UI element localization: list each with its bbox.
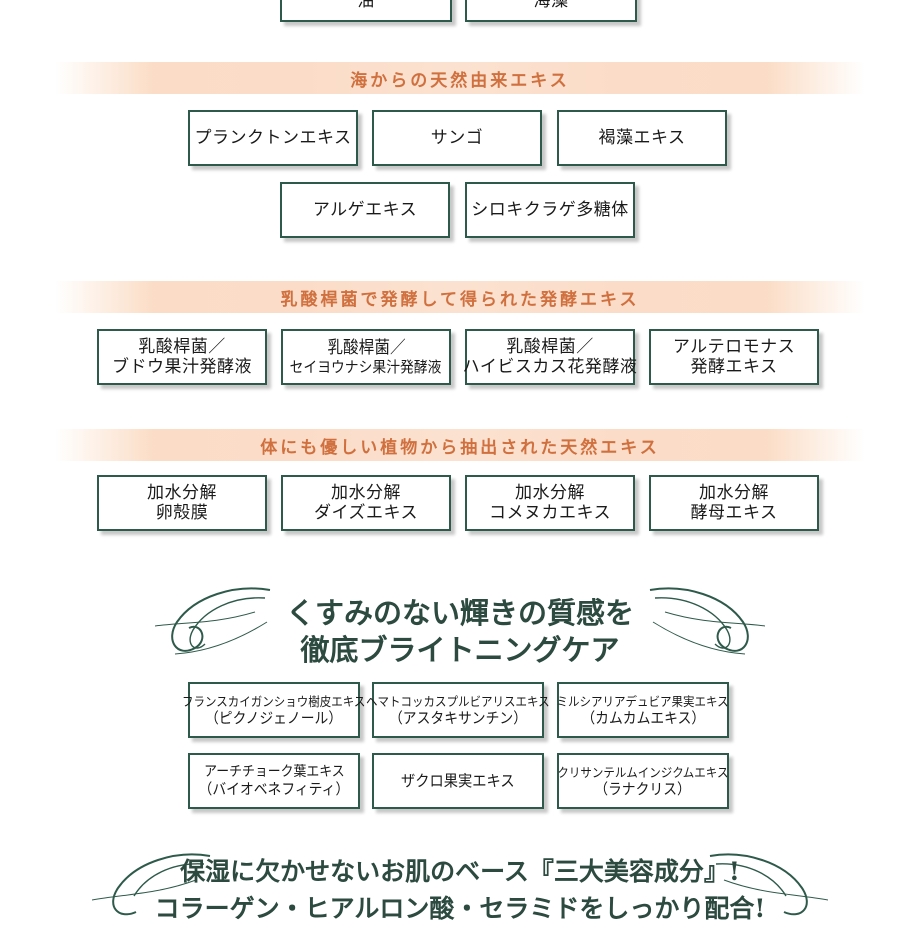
ingredient-line: 卵殻膜 xyxy=(155,503,209,523)
right-flourish-icon xyxy=(649,587,765,655)
ingredient-line: （ピクノジェノール） xyxy=(205,708,343,727)
ingredient-box: 加水分解 卵殻膜 xyxy=(97,475,267,531)
ingredient-line: プランクトンエキス xyxy=(194,127,352,148)
ingredient-line: ザクロ果実エキス xyxy=(401,771,515,790)
ingredient-line: 乳酸桿菌／ xyxy=(506,336,594,357)
section-title: 海からの天然由来エキス xyxy=(350,70,570,91)
ingredient-box: 乳酸桿菌／ セイヨウナシ果汁発酵液 xyxy=(281,329,451,385)
moisture-headline-line1: 保湿に欠かせないお肌のベース『三大美容成分』! xyxy=(180,857,740,886)
ingredient-box: 褐藻エキス xyxy=(557,110,727,166)
ingredient-line: ブドウ果汁発酵液 xyxy=(112,357,252,377)
ingredient-line: フランスカイガンショウ樹皮エキス xyxy=(182,693,366,709)
ingredient-line: 加水分解 xyxy=(331,482,401,503)
ingredient-box: 乳酸桿菌／ ハイビスカス花発酵液 xyxy=(462,329,638,385)
ingredient-box: 油 xyxy=(280,0,452,22)
ingredient-line: ダイズエキス xyxy=(314,503,418,523)
ingredient-line: シロキクラゲ多糖体 xyxy=(471,199,629,220)
left-flourish-icon xyxy=(155,587,271,655)
ingredient-line: 加水分解 xyxy=(515,482,585,503)
ingredient-line: 海藻 xyxy=(533,0,569,11)
ingredient-box: ミルシアリアデュビア果実エキス （カムカムエキス） xyxy=(557,682,729,738)
ingredient-line: 褐藻エキス xyxy=(598,127,686,148)
ingredient-box: 加水分解 コメヌカエキス xyxy=(465,475,635,531)
ingredient-box: フランスカイガンショウ樹皮エキス （ピクノジェノール） xyxy=(182,682,366,738)
right-flourish-icon xyxy=(709,853,828,916)
moisture-headline-line2: コラーゲン・ヒアルロン酸・セラミドをしっかり配合! xyxy=(154,894,766,923)
brightening-headline-line2: 徹底ブライトニングケア xyxy=(300,633,620,667)
section-title: 体にも優しい植物から抽出された天然エキス xyxy=(260,437,660,458)
ingredient-line: アルゲエキス xyxy=(312,199,418,220)
section-header-fermentation: 乳酸桿菌で発酵して得られた発酵エキス xyxy=(55,281,865,313)
ingredient-line: クリサンテルムインジクムエキス xyxy=(557,764,729,780)
ingredient-line: （カムカムエキス） xyxy=(581,708,705,727)
section-header-ocean: 海からの天然由来エキス xyxy=(55,62,865,94)
section-header-plant: 体にも優しい植物から抽出された天然エキス xyxy=(55,429,865,461)
ingredient-box: サンゴ xyxy=(372,110,542,166)
ingredient-line: （ラナクリス） xyxy=(594,779,692,798)
ingredient-line: 乳酸桿菌／ xyxy=(138,336,226,357)
left-flourish-icon xyxy=(92,853,211,916)
ingredient-line: セイヨウナシ果汁発酵液 xyxy=(290,358,442,377)
ingredient-line: コメヌカエキス xyxy=(489,503,611,523)
ingredient-box: シロキクラゲ多糖体 xyxy=(465,182,635,238)
ingredient-box: ヘマトコッカスプルビアリスエキス （アスタキサンチン） xyxy=(366,682,550,738)
ingredient-line: アーチチョーク葉エキス xyxy=(203,763,345,780)
ingredient-line: 加水分解 xyxy=(147,482,217,503)
ingredient-box: アルゲエキス xyxy=(280,182,450,238)
ingredient-box: 加水分解 酵母エキス xyxy=(649,475,819,531)
ingredient-line: （バイオベネフィティ） xyxy=(198,780,350,799)
ingredient-box: アルテロモナス 発酵エキス xyxy=(649,329,819,385)
ingredient-box: 海藻 xyxy=(465,0,637,22)
ingredient-box: 加水分解 ダイズエキス xyxy=(281,475,451,531)
ingredient-line: 発酵エキス xyxy=(690,357,778,377)
ingredient-box: アーチチョーク葉エキス （バイオベネフィティ） xyxy=(188,753,360,809)
ingredient-line: 加水分解 xyxy=(699,482,769,503)
ingredient-line: ミルシアリアデュビア果実エキス xyxy=(556,693,730,709)
ingredient-box: クリサンテルムインジクムエキス （ラナクリス） xyxy=(557,753,729,809)
ingredient-line: サンゴ xyxy=(430,127,484,148)
ingredient-line: ヘマトコッカスプルビアリスエキス xyxy=(366,693,550,709)
ingredient-line: 酵母エキス xyxy=(690,503,778,523)
ingredient-line: （アスタキサンチン） xyxy=(388,708,527,727)
ingredient-line: ハイビスカス花発酵液 xyxy=(462,357,638,377)
section-title: 乳酸桿菌で発酵して得られた発酵エキス xyxy=(280,289,640,310)
ingredient-line: 油 xyxy=(357,0,375,11)
ingredient-line: 乳酸桿菌／ xyxy=(326,337,406,358)
ingredient-box: プランクトンエキス xyxy=(188,110,358,166)
brightening-headline-line1: くすみのない輝きの質感を xyxy=(285,596,634,630)
ingredient-box: 乳酸桿菌／ ブドウ果汁発酵液 xyxy=(97,329,267,385)
ingredient-box: ザクロ果実エキス xyxy=(372,753,544,809)
ingredient-line: アルテロモナス xyxy=(672,336,796,357)
